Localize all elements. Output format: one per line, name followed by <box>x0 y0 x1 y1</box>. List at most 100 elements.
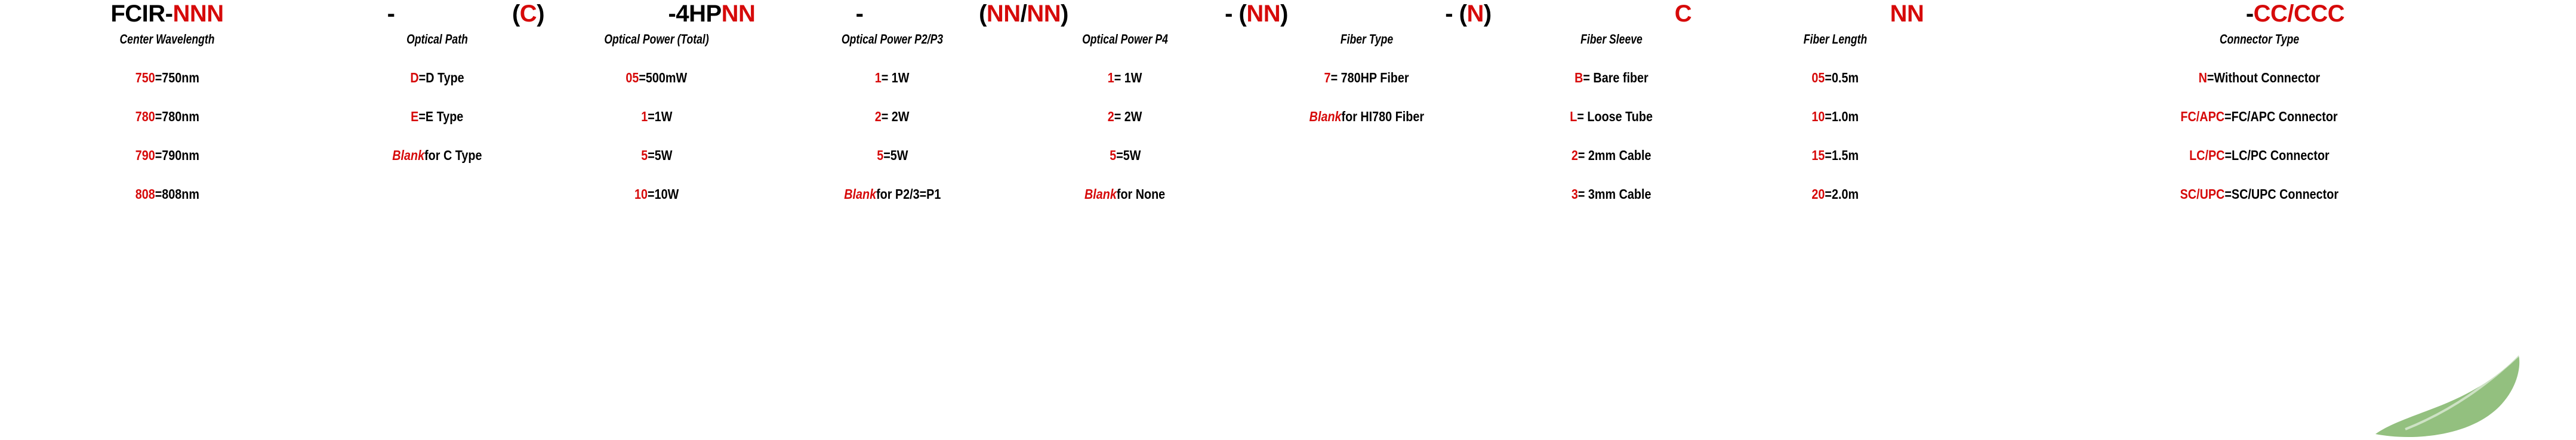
option-cell[interactable]: 20=2.0m <box>1812 175 1859 214</box>
option-description: =790nm <box>155 147 199 163</box>
pn-token: NNN <box>172 1 224 27</box>
part-number-segment-prefix: FCIR-NNN <box>0 2 334 26</box>
option-cell[interactable]: 15=1.5m <box>1812 136 1859 175</box>
option-code: 10 <box>634 186 648 202</box>
option-cell[interactable]: 2= 2W <box>875 97 910 136</box>
option-description: = 3mm Cable <box>1578 186 1651 202</box>
option-cell[interactable]: 05=0.5m <box>1812 59 1859 97</box>
option-description: = 2W <box>1114 109 1142 124</box>
option-code: 780 <box>135 109 155 124</box>
column-label-center-wavelength: Center Wavelength <box>119 32 215 47</box>
pn-token: - <box>387 1 395 27</box>
option-description: for P2/3=P1 <box>876 186 941 202</box>
option-cell[interactable]: 5=5W <box>641 136 672 175</box>
part-number-segment-dash-2: - <box>815 2 904 26</box>
option-cell[interactable]: 5=5W <box>1110 136 1141 175</box>
pn-token: C <box>519 1 537 27</box>
option-description: = 1W <box>882 70 910 85</box>
column-label-optical-power-p2-p3: Optical Power P2/P3 <box>841 32 944 47</box>
part-number-segment-fiber-sleeve: C <box>1567 2 1799 26</box>
option-code: 5 <box>640 147 648 163</box>
pn-token: FCIR- <box>110 1 173 27</box>
option-description: for None <box>1117 186 1166 202</box>
option-code: E <box>411 109 419 124</box>
option-code: 1 <box>640 109 648 124</box>
option-description: =10W <box>647 186 679 202</box>
option-description: =500mW <box>639 70 688 85</box>
pn-token: NN <box>1246 1 1281 27</box>
option-cell[interactable]: 05=500mW <box>626 59 688 97</box>
pn-token: ( <box>979 1 987 27</box>
pn-token: NN <box>1027 1 1061 27</box>
pn-token: - <box>2245 1 2254 27</box>
option-code: B <box>1574 70 1583 85</box>
option-cell[interactable]: 5=5W <box>877 136 908 175</box>
option-cell[interactable]: L= Loose Tube <box>1570 97 1653 136</box>
pn-token: N <box>1466 1 1484 27</box>
part-number-segment-power-p2-p3: (NN/NN) <box>904 2 1143 26</box>
option-description: = 780HP Fiber <box>1330 70 1410 85</box>
option-cell[interactable]: 2= 2mm Cable <box>1572 136 1651 175</box>
option-description: = Loose Tube <box>1577 109 1653 124</box>
part-number-segment-power-p4: - (NN) <box>1143 2 1370 26</box>
option-code: LC/PC <box>2189 147 2225 163</box>
option-cell[interactable]: 750=750nm <box>135 59 199 97</box>
option-cell[interactable]: FC/APC=FC/APC Connector <box>2181 97 2338 136</box>
option-code: Blank <box>392 147 425 163</box>
option-cell[interactable]: SC/UPC=SC/UPC Connector <box>2180 175 2338 214</box>
option-code: FC/APC <box>2180 109 2225 124</box>
part-number-segment-fiber-type: - (N) <box>1370 2 1567 26</box>
column-label-optical-path: Optical Path <box>406 32 468 47</box>
option-cell[interactable]: LC/PC=LC/PC Connector <box>2189 136 2330 175</box>
option-code: 20 <box>1811 186 1825 202</box>
pn-token: NN <box>986 1 1021 27</box>
option-cell[interactable]: 780=780nm <box>135 97 199 136</box>
option-code: D <box>410 70 419 85</box>
option-description: =E Type <box>418 109 464 124</box>
option-cell[interactable]: 1=1W <box>641 97 672 136</box>
option-cell[interactable]: 1= 1W <box>1108 59 1142 97</box>
option-cell[interactable]: 10=10W <box>634 175 679 214</box>
option-code: 15 <box>1811 147 1825 163</box>
option-code: 1 <box>875 70 882 85</box>
option-description: =750nm <box>155 70 199 85</box>
part-number-segment-fiber-length: NN <box>1799 2 2014 26</box>
column-label-fiber-sleeve: Fiber Sleeve <box>1580 32 1643 47</box>
option-cell[interactable]: E=E Type <box>411 97 463 136</box>
pn-token: NN <box>1890 1 1924 27</box>
option-code: 3 <box>1572 186 1579 202</box>
part-number-segment-optical-path: (C) <box>448 2 609 26</box>
option-cell[interactable]: N=Without Connector <box>2199 59 2321 97</box>
option-description: =1W <box>647 109 673 124</box>
option-description: =2.0m <box>1825 186 1859 202</box>
option-cell[interactable]: 10=1.0m <box>1812 97 1859 136</box>
option-description: = 1W <box>1114 70 1142 85</box>
pn-token: - <box>855 1 864 27</box>
option-code: N <box>2198 70 2207 85</box>
option-description: =808nm <box>155 186 199 202</box>
option-cell[interactable]: B= Bare fiber <box>1574 59 1648 97</box>
option-cell[interactable]: D=D Type <box>410 59 464 97</box>
option-cell[interactable]: 2= 2W <box>1108 97 1142 136</box>
column-label-connector-type: Connector Type <box>2219 32 2300 47</box>
pn-token: ) <box>1061 1 1068 27</box>
option-cell[interactable]: 3= 3mm Cable <box>1572 175 1651 214</box>
option-cell[interactable]: 790=790nm <box>135 136 199 175</box>
option-description: =Without Connector <box>2207 70 2321 85</box>
option-cell[interactable]: 1= 1W <box>875 59 910 97</box>
option-cell[interactable]: 808=808nm <box>135 175 199 214</box>
column-label-optical-power-total: Optical Power (Total) <box>604 32 709 47</box>
option-description: = 2W <box>882 109 910 124</box>
option-description: = 2mm Cable <box>1578 147 1651 163</box>
option-cell[interactable]: 7= 780HP Fiber <box>1324 59 1409 97</box>
